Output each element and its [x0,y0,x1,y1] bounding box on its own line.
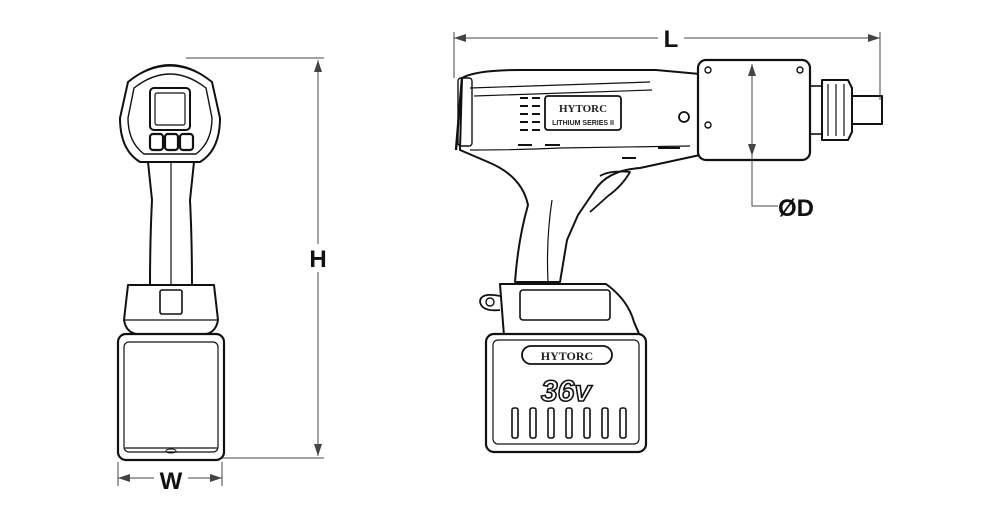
length-label: L [664,26,679,53]
side-battery-badge [521,345,613,365]
front-battery-collar [123,284,219,335]
side-label-plate [544,95,622,131]
side-square-drive [851,95,883,125]
side-battery-ribs [511,407,627,439]
side-vent-slots [520,97,540,131]
battery-voltage-text: 36v [541,375,593,408]
front-button-left [148,132,165,152]
head-brand-text: HYTORC [559,103,607,115]
front-battery-pack [116,332,226,462]
height-label: H [309,246,326,273]
width-label: W [160,468,183,495]
diameter-label: ØD [778,195,814,222]
head-series-text: LITHIUM SERIES II [552,120,614,127]
battery-brand-text: HYTORC [541,349,593,363]
front-display-screen [149,87,191,131]
dimension-arrowheads [118,34,880,482]
side-view [454,58,883,454]
side-output-head [696,58,812,162]
side-trigger [589,170,631,213]
front-view [116,64,226,462]
side-collar [821,79,853,141]
front-button-middle [163,132,180,152]
front-button-right [178,132,195,152]
side-battery-connector [499,283,641,337]
